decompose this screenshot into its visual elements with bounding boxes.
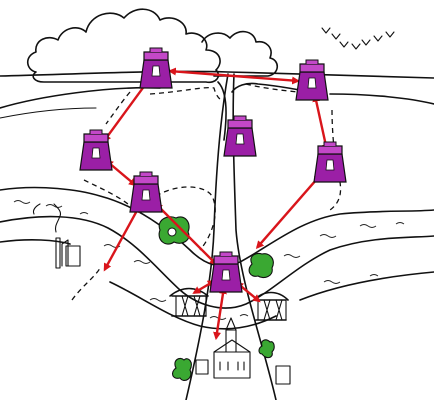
arrow-tower-top-center-to-tower-upper-left (103, 79, 149, 143)
road (185, 73, 321, 400)
towers (79, 47, 347, 293)
church-icon (195, 317, 291, 385)
bird-icon (321, 27, 395, 50)
arrow-tower-middle-left-to-tower-bottom-center (154, 202, 218, 266)
factory-icon (32, 203, 81, 269)
arrow-tower-top-center-to-tower-top-right (167, 67, 301, 85)
tower-upper-left (79, 129, 113, 171)
bridge-icon (169, 287, 289, 321)
tower-right (313, 141, 347, 183)
tower-bottom-center (209, 251, 243, 293)
arrow-tower-middle-left-to-river-bank-left (103, 204, 141, 272)
arrow-tower-bottom-center-to-village (213, 285, 227, 341)
tower-top-right (295, 59, 329, 101)
tower-middle-left (129, 171, 163, 213)
tower-center (223, 115, 257, 157)
arrow-tower-bottom-center-to-bridge-left (192, 280, 216, 294)
arrow-links (103, 67, 330, 341)
tower-top-center (139, 47, 173, 89)
arrow-tower-top-right-to-tower-right (312, 93, 330, 153)
arrow-tower-right-to-river-bank-right (255, 173, 323, 249)
